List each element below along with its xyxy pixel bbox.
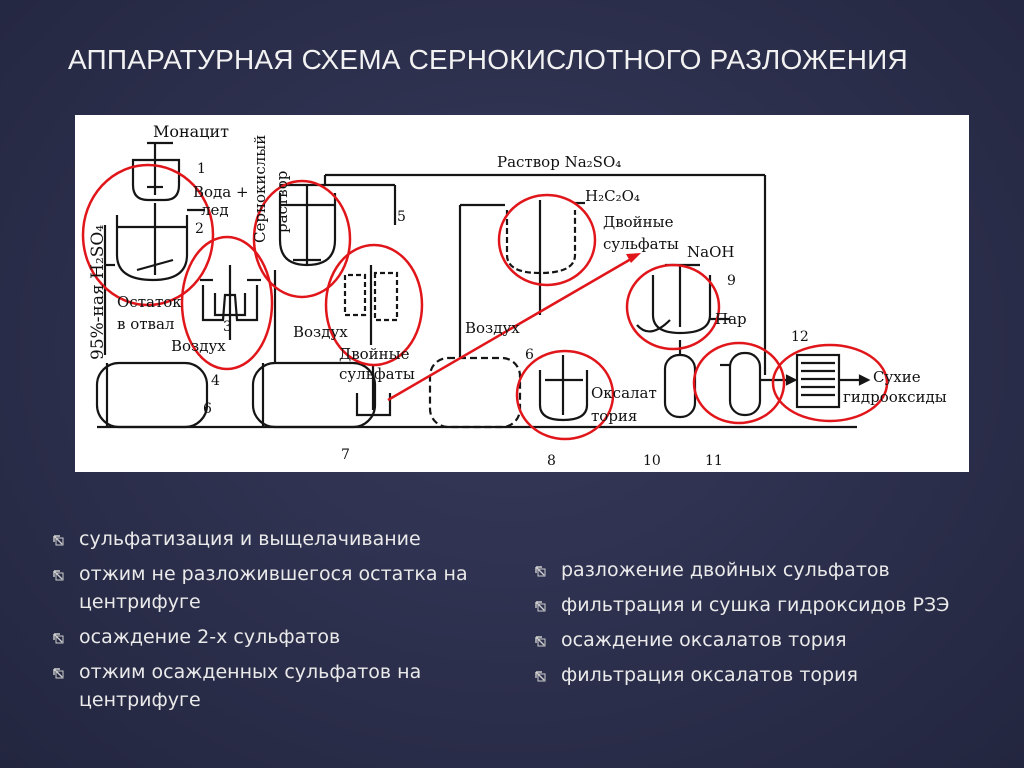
bullet-icon (535, 671, 546, 682)
label-residue-1: Остаток (117, 293, 182, 311)
bullet-item: отжим осажденных сульфатов на центрифуге (52, 658, 492, 714)
number-2: 2 (195, 221, 204, 237)
number-6-right: 6 (525, 347, 534, 363)
bullet-item: отжим не разложившегося остатка на центр… (52, 560, 492, 616)
label-oxalic-acid: H₂C₂O₄ (585, 187, 640, 205)
bullet-text: осаждение 2-х сульфатов (79, 626, 341, 648)
label-air-2: Воздух (293, 323, 348, 341)
label-water-ice-1: Вода + (193, 183, 249, 201)
highlight-ellipse-decomposition (497, 193, 597, 287)
bullet-item: осаждение оксалатов тория (534, 626, 994, 654)
bullet-item: разложение двойных сульфатов (534, 556, 994, 584)
bullet-icon (53, 633, 64, 644)
bullet-text: фильтрация и сушка гидроксидов РЗЭ (561, 594, 950, 616)
label-double-sulfates-2b: сульфаты (603, 235, 679, 253)
number-12: 12 (791, 329, 809, 345)
bullet-text: отжим осажденных сульфатов на центрифуге (79, 661, 422, 711)
highlight-ellipse-furnace (771, 343, 889, 423)
highlight-ellipse-centrifuge (180, 235, 274, 371)
bullet-icon (535, 636, 546, 647)
flowsheet-svg: Монацит 95%-ная H₂SO₄ Вода + лед Серноки… (81, 122, 947, 469)
bullet-text: сульфатизация и выщелачивание (79, 528, 421, 550)
label-double-sulfates-1b: сульфаты (339, 365, 415, 383)
number-3: 3 (223, 319, 232, 335)
bullet-icon (535, 601, 546, 612)
number-7: 7 (341, 447, 350, 463)
bullet-icon (53, 570, 64, 581)
highlight-ellipse-reactor (252, 179, 352, 299)
highlight-ellipse-oxalate (515, 349, 615, 441)
red-arrow-line (387, 257, 632, 402)
number-6-left: 6 (203, 401, 212, 417)
number-11: 11 (705, 453, 723, 469)
label-double-sulfates-1a: Двойные (339, 345, 410, 363)
equipment-lines (95, 141, 871, 429)
label-water-ice-2: лед (201, 201, 229, 219)
bullet-text: осаждение оксалатов тория (561, 629, 847, 651)
highlight-ellipse-sulfatization (81, 163, 215, 307)
label-sulfuric-solution-1: Сернокислый (251, 135, 269, 243)
bullet-icon (53, 535, 64, 546)
label-air-3: Воздух (465, 319, 520, 337)
highlight-ellipse-crystallizer (324, 243, 424, 367)
red-arrow-head (626, 253, 641, 263)
bullet-item: осаждение 2-х сульфатов (52, 623, 492, 651)
number-1: 1 (197, 161, 206, 177)
label-thorium-oxalate-1: Оксалат (591, 384, 657, 402)
highlight-ellipse-dryer (692, 341, 786, 425)
label-residue-2: в отвал (117, 315, 174, 333)
bullet-list-left: сульфатизация и выщелачивание отжим не р… (52, 525, 492, 721)
bullet-icon (535, 566, 546, 577)
bullet-item: фильтрация и сушка гидроксидов РЗЭ (534, 591, 994, 619)
label-acid-95: 95%-ная H₂SO₄ (88, 225, 108, 360)
bullet-item: фильтрация оксалатов тория (534, 661, 994, 689)
process-diagram: Монацит 95%-ная H₂SO₄ Вода + лед Серноки… (75, 115, 969, 472)
label-air-1: Воздух (171, 337, 226, 355)
label-dry-hydroxides-1: Сухие (873, 368, 921, 386)
bullet-item: сульфатизация и выщелачивание (52, 525, 492, 553)
highlight-circles (81, 163, 889, 441)
label-double-sulfates-2a: Двойные (603, 213, 674, 231)
highlight-ellipse-reactor-9 (625, 263, 721, 351)
label-dry-hydroxides-2: гидрооксиды (843, 388, 947, 406)
label-sulfuric-solution-2: раствор (273, 171, 291, 233)
slide-title: АППАРАТУРНАЯ СХЕМА СЕРНОКИСЛОТНОГО РАЗЛО… (68, 44, 908, 75)
label-monazite: Монацит (153, 122, 229, 141)
bullet-text: разложение двойных сульфатов (561, 559, 890, 581)
bullet-text: фильтрация оксалатов тория (561, 664, 858, 686)
bullet-icon (53, 668, 64, 679)
number-10: 10 (643, 453, 661, 469)
number-9: 9 (727, 273, 736, 289)
number-8: 8 (547, 453, 556, 469)
bullet-text: отжим не разложившегося остатка на центр… (79, 563, 468, 613)
label-naoh: NaOH (687, 243, 734, 261)
label-na2so4-solution: Раствор Na₂SO₄ (497, 153, 621, 171)
number-5: 5 (397, 209, 406, 225)
label-thorium-oxalate-2: тория (591, 407, 637, 425)
number-4: 4 (211, 373, 220, 389)
bullet-list-right: разложение двойных сульфатов фильтрация … (534, 556, 994, 696)
label-steam: Пар (715, 310, 747, 328)
